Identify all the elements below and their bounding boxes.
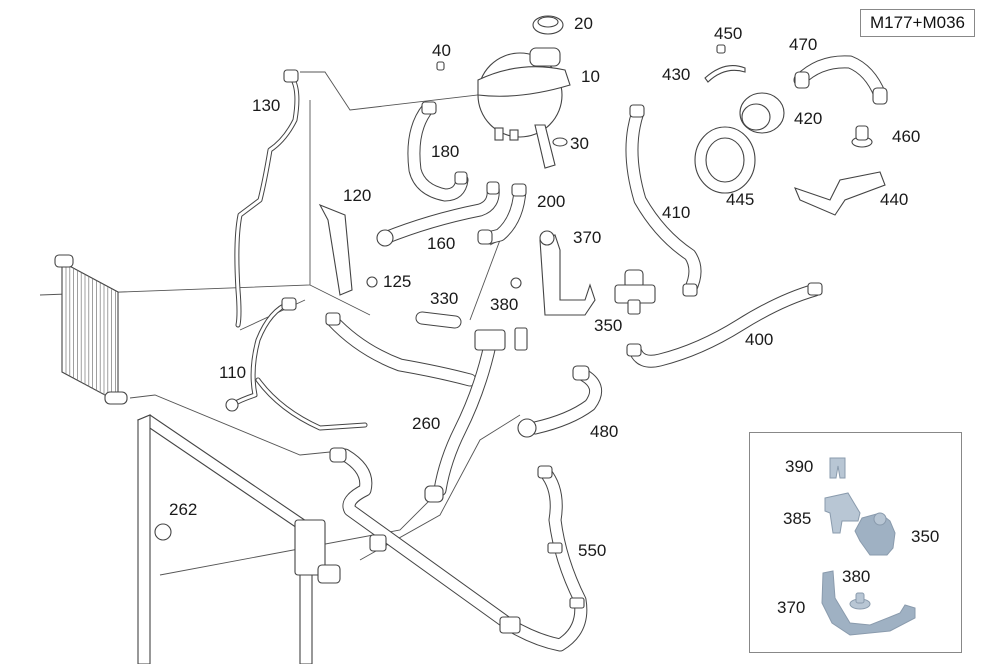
model-code: M177+M036 — [870, 13, 965, 32]
electric-pump-part-420 — [739, 92, 785, 134]
callout-410[interactable]: 410 — [662, 203, 691, 222]
leader-lines — [39, 71, 521, 576]
callout-460[interactable]: 460 — [892, 127, 921, 146]
plug-part-460 — [851, 125, 873, 148]
inset-bracket-part-370 — [821, 570, 916, 636]
callout-370[interactable]: 370 — [573, 228, 602, 247]
callout-20[interactable]: 20 — [574, 14, 593, 33]
pump-holder-part-445 — [694, 126, 756, 194]
callout-420[interactable]: 420 — [794, 109, 823, 128]
callout-10[interactable]: 10 — [581, 67, 600, 86]
callout-450[interactable]: 450 — [714, 24, 743, 43]
callout-30[interactable]: 30 — [570, 134, 589, 153]
valve-bracket-part-370 — [539, 230, 596, 316]
hoses — [229, 55, 887, 652]
callout-130[interactable]: 130 — [252, 96, 281, 115]
callout-400[interactable]: 400 — [745, 330, 774, 349]
main-radiator — [136, 414, 341, 664]
inset-callout-380[interactable]: 380 — [842, 567, 871, 586]
washer-part-30 — [552, 137, 568, 147]
inset-callout-390[interactable]: 390 — [785, 457, 814, 476]
inset-callout-385[interactable]: 385 — [783, 509, 812, 528]
screw-part-40 — [436, 61, 445, 71]
callout-262[interactable]: 262 — [169, 500, 198, 519]
inset-valve-part-350 — [854, 512, 896, 556]
callout-180[interactable]: 180 — [431, 142, 460, 161]
inset-holder-part-385 — [824, 492, 861, 534]
expansion-tank — [477, 47, 571, 169]
hose-clamps — [154, 69, 888, 634]
callout-125[interactable]: 125 — [383, 272, 412, 291]
callout-160[interactable]: 160 — [427, 234, 456, 253]
auxiliary-radiator — [54, 254, 128, 405]
callout-380[interactable]: 380 — [490, 295, 519, 314]
callout-330[interactable]: 330 — [430, 289, 459, 308]
callout-440[interactable]: 440 — [880, 190, 909, 209]
inset-nut-part-380 — [849, 592, 871, 610]
callout-350[interactable]: 350 — [594, 316, 623, 335]
inset-detail-box: 390 385 350 380 370 — [749, 432, 962, 653]
bracket-part-440 — [794, 171, 886, 216]
bolt-part-450 — [716, 44, 726, 54]
model-code-box: M177+M036 — [860, 9, 975, 37]
callout-470[interactable]: 470 — [789, 35, 818, 54]
callout-260[interactable]: 260 — [412, 414, 441, 433]
inset-callout-350[interactable]: 350 — [911, 527, 940, 546]
inset-clip-part-390 — [829, 457, 846, 479]
callout-550[interactable]: 550 — [578, 541, 607, 560]
callout-200[interactable]: 200 — [537, 192, 566, 211]
water-valve-part-350 — [614, 269, 656, 315]
callout-120[interactable]: 120 — [343, 186, 372, 205]
clip-part-430 — [704, 65, 746, 83]
inset-parts — [821, 457, 916, 636]
nut-part-380 — [510, 277, 522, 289]
callout-445[interactable]: 445 — [726, 190, 755, 209]
bracket-part-120 — [318, 203, 353, 296]
callout-480[interactable]: 480 — [590, 422, 619, 441]
callout-40[interactable]: 40 — [432, 41, 451, 60]
expansion-tank-cap — [532, 15, 564, 35]
callout-430[interactable]: 430 — [662, 65, 691, 84]
inset-callout-370[interactable]: 370 — [777, 598, 806, 617]
callout-110[interactable]: 110 — [219, 363, 247, 382]
